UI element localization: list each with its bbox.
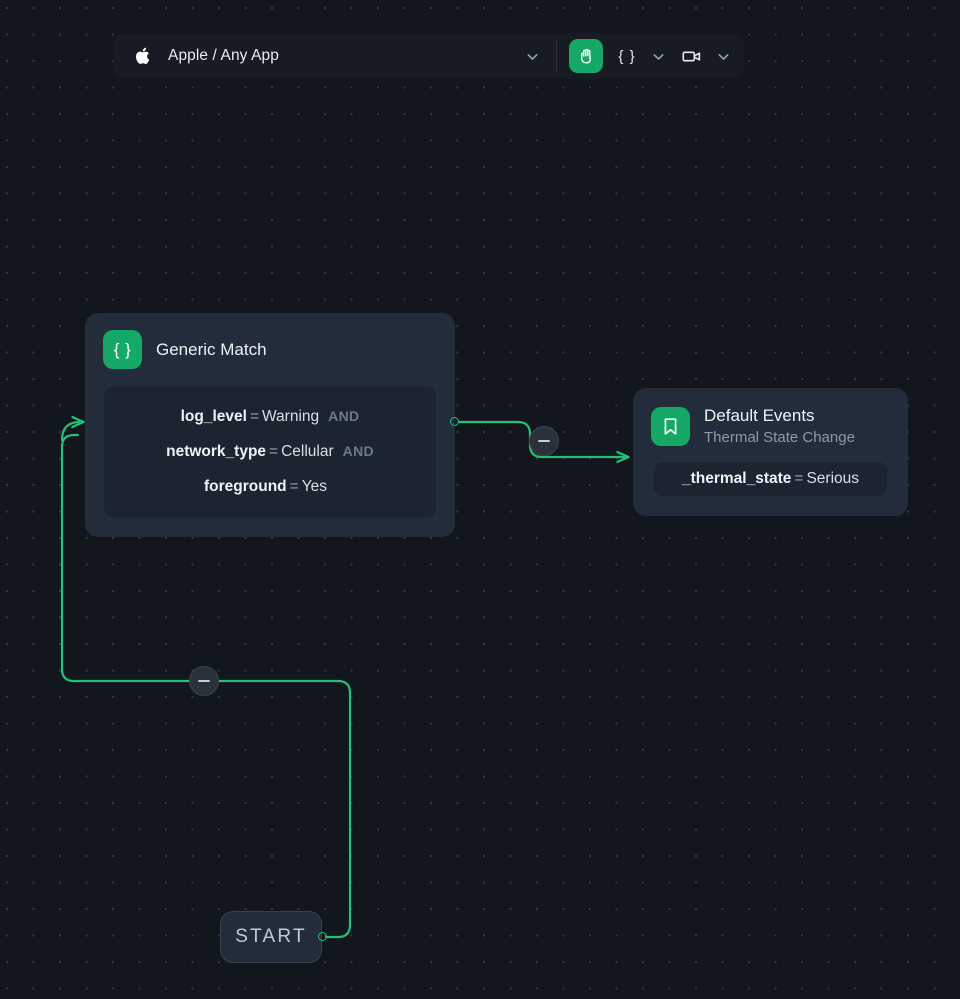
condition-row[interactable]: foreground=Yes xyxy=(104,469,436,504)
edge-start-arrow-head xyxy=(60,422,83,442)
start-label: START xyxy=(235,926,307,947)
condition-value: Serious xyxy=(806,470,860,487)
condition-operator: = xyxy=(289,478,299,495)
node-generic-match-title: Generic Match xyxy=(156,339,267,359)
toolbar-divider xyxy=(556,40,557,72)
bookmark-icon xyxy=(651,407,690,446)
condition-value: Yes xyxy=(301,478,327,495)
minus-icon xyxy=(198,680,210,682)
curly-braces-glyph: { } xyxy=(113,339,132,359)
edge-button-start-to-generic-match[interactable] xyxy=(189,666,219,696)
condition-key: log_level xyxy=(180,408,247,425)
pan-tool-button[interactable] xyxy=(569,39,603,73)
condition-operator: = xyxy=(249,408,259,425)
condition-operator: = xyxy=(269,443,279,460)
chevron-down-icon[interactable] xyxy=(715,48,732,65)
default-events-condition-pill[interactable]: _thermal_state=Serious xyxy=(654,462,887,496)
app-selector[interactable]: Apple / Any App xyxy=(113,33,556,79)
condition-value: Warning xyxy=(262,408,320,425)
code-tool[interactable]: { } xyxy=(617,48,667,65)
condition-key: foreground xyxy=(203,478,287,495)
node-default-events-header: Default Events Thermal State Change xyxy=(633,388,908,448)
video-tool[interactable] xyxy=(681,46,732,67)
hand-pan-icon xyxy=(577,47,596,66)
node-generic-match-header: { } Generic Match xyxy=(85,313,455,369)
minus-icon xyxy=(538,440,550,442)
chevron-down-icon[interactable] xyxy=(524,48,541,65)
condition-row[interactable]: network_type=Cellular AND xyxy=(104,434,436,469)
toolbar-tools: { } xyxy=(557,33,744,79)
condition-key: network_type xyxy=(166,443,267,460)
condition-joiner: AND xyxy=(328,408,360,424)
chevron-down-icon[interactable] xyxy=(650,48,667,65)
condition-key: _thermal_state xyxy=(681,470,792,487)
node-generic-match-titles: Generic Match xyxy=(156,339,267,361)
curly-braces-icon: { } xyxy=(618,47,636,65)
node-default-events-titles: Default Events Thermal State Change xyxy=(704,405,855,448)
condition-row[interactable]: log_level=Warning AND xyxy=(104,399,436,434)
top-toolbar: Apple / Any App { xyxy=(113,33,744,79)
condition-operator: = xyxy=(794,470,804,487)
edge-button-generic-match-to-default-events[interactable] xyxy=(529,426,559,456)
app-selector-label: Apple / Any App xyxy=(168,47,279,64)
node-start[interactable]: START xyxy=(220,911,322,963)
curly-braces-icon: { } xyxy=(103,330,142,369)
condition-value: Cellular xyxy=(281,443,334,460)
node-default-events-subtitle: Thermal State Change xyxy=(704,429,855,446)
condition-joiner: AND xyxy=(342,443,374,459)
node-default-events[interactable]: Default Events Thermal State Change _the… xyxy=(633,388,908,516)
node-default-events-title: Default Events xyxy=(704,406,815,425)
handle-generic-match-out[interactable] xyxy=(450,417,459,426)
apple-logo-icon xyxy=(135,46,152,66)
video-camera-icon xyxy=(681,46,702,67)
handle-start-out[interactable] xyxy=(318,932,327,941)
